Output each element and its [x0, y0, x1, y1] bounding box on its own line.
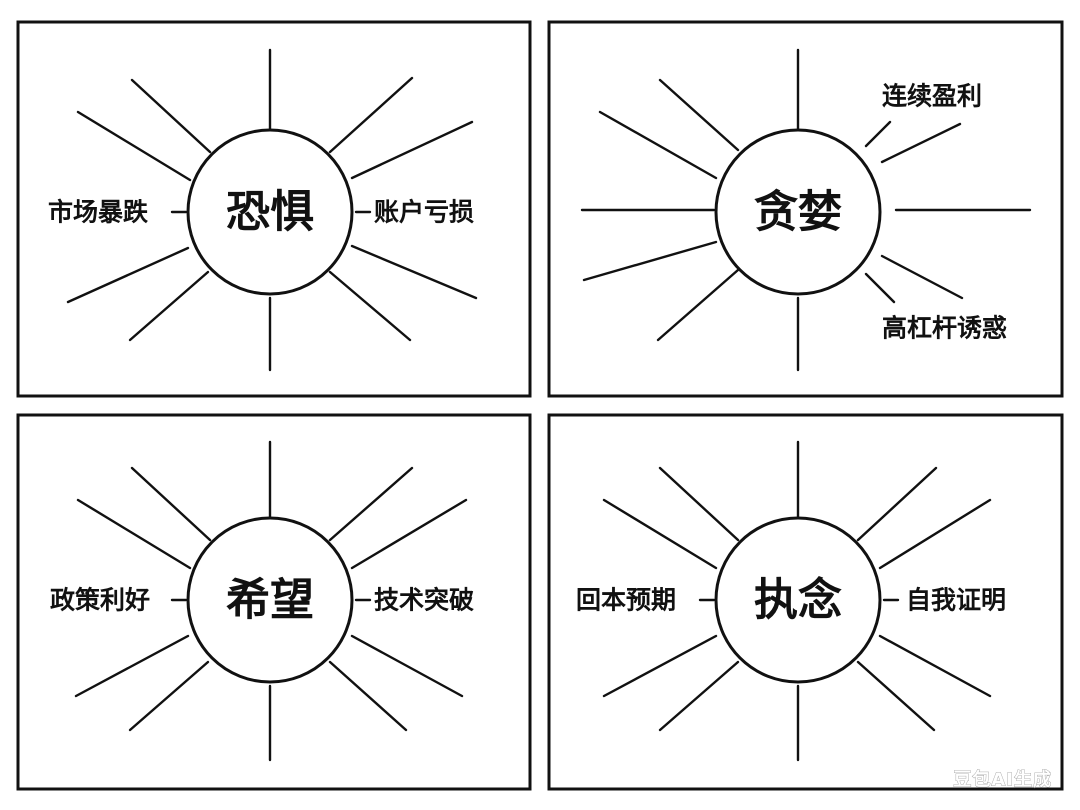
center-word: 希望: [226, 575, 314, 626]
sun-rays: [66, 48, 478, 372]
panel-greed: 贪婪 连续盈利 高杠杆诱惑: [547, 20, 1064, 398]
center-circle: [714, 128, 882, 296]
center-word: 执念: [754, 575, 842, 626]
panel-obsession: 执念 回本预期 自我证明: [547, 413, 1064, 791]
center-circle: [186, 128, 354, 296]
sun-rays: [74, 440, 468, 762]
center-circle: [186, 516, 354, 684]
trigger-label-bottom-right: 高杠杆诱惑: [882, 314, 1007, 343]
sun-rays: [602, 440, 992, 762]
panel-hope: 希望 政策利好 技术突破: [16, 413, 532, 791]
sun-rays: [580, 48, 1032, 372]
trigger-label-top-right: 连续盈利: [882, 82, 982, 111]
center-circle: [714, 516, 882, 684]
trigger-label-left: 回本预期: [576, 586, 676, 615]
center-word: 贪婪: [754, 187, 842, 238]
watermark: 豆包AI生成: [953, 769, 1052, 791]
center-word: 恐惧: [226, 187, 314, 238]
trigger-label-left: 政策利好: [50, 586, 150, 615]
trigger-label-left: 市场暴跌: [48, 198, 148, 227]
panel-fear: 恐惧 市场暴跌 账户亏损: [16, 20, 532, 398]
trigger-label-right: 自我证明: [906, 586, 1006, 615]
trigger-label-right: 账户亏损: [374, 198, 474, 227]
trigger-label-right: 技术突破: [374, 586, 474, 615]
